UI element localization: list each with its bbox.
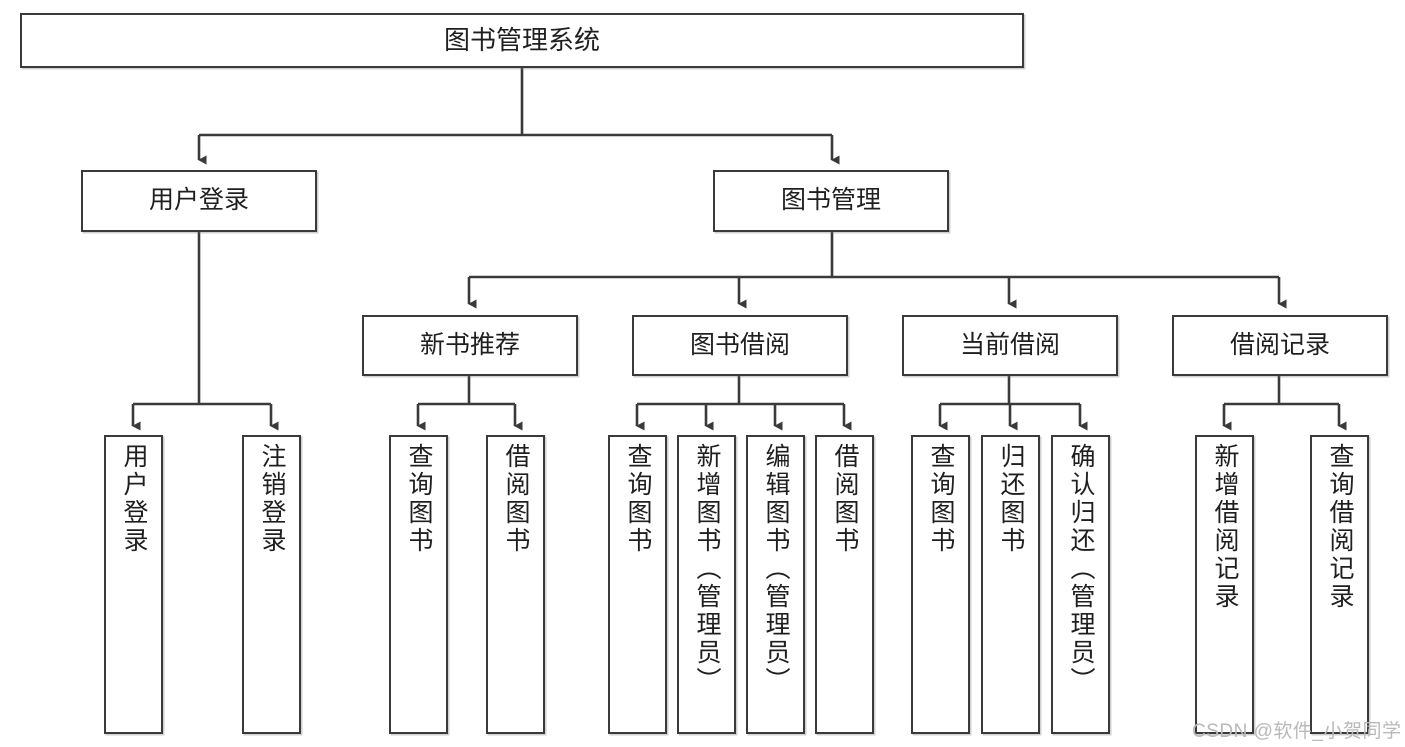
node-book-management-system[interactable]: 图书管理系统 [20, 13, 1024, 68]
leaf-logout[interactable]: 注销登录 [242, 435, 301, 734]
node-user-login[interactable]: 用户登录 [81, 170, 317, 232]
node-label: 图书借阅 [689, 330, 790, 359]
leaf-return-book[interactable]: 归还图书 [981, 435, 1040, 734]
node-label: 查询图书 [405, 443, 433, 555]
node-label: 新增借阅记录 [1211, 443, 1239, 611]
node-label: 借阅图书 [831, 443, 859, 555]
leaf-confirm-return-admin[interactable]: 确认归还（管理员） [1051, 435, 1110, 734]
node-label: 查询图书 [624, 443, 652, 555]
leaf-add-borrow-record[interactable]: 新增借阅记录 [1195, 435, 1254, 734]
node-book-management[interactable]: 图书管理 [713, 170, 949, 232]
node-label: 查询借阅记录 [1326, 443, 1354, 611]
leaf-query-book[interactable]: 查询图书 [608, 435, 667, 734]
node-label: 当前借阅 [959, 330, 1060, 359]
node-label: 借阅图书 [502, 443, 530, 555]
leaf-edit-book-admin[interactable]: 编辑图书（管理员） [746, 435, 805, 734]
csdn-watermark: CSDN @软件_小贺同学 [1192, 721, 1402, 742]
node-label: 注销登录 [258, 443, 286, 555]
node-label: 归还图书 [997, 443, 1025, 555]
leaf-add-book-admin[interactable]: 新增图书（管理员） [677, 435, 736, 734]
leaf-borrow-book[interactable]: 借阅图书 [815, 435, 874, 734]
leaf-borrow-book-new[interactable]: 借阅图书 [486, 435, 545, 734]
node-new-book-recommend[interactable]: 新书推荐 [362, 315, 578, 376]
node-label: 新书推荐 [419, 330, 520, 359]
node-label: 查询图书 [927, 443, 955, 555]
leaf-query-book-current[interactable]: 查询图书 [911, 435, 970, 734]
node-label: 确认归还（管理员） [1067, 443, 1095, 695]
node-label: 用户登录 [148, 186, 249, 215]
node-label: 图书管理 [780, 186, 881, 215]
leaf-query-borrow-record[interactable]: 查询借阅记录 [1310, 435, 1369, 734]
leaf-user-login[interactable]: 用户登录 [104, 435, 163, 734]
node-current-borrow[interactable]: 当前借阅 [902, 315, 1118, 376]
node-label: 用户登录 [120, 443, 148, 555]
node-label: 编辑图书（管理员） [762, 443, 790, 695]
node-label: 借阅记录 [1229, 330, 1330, 359]
node-label: 新增图书（管理员） [693, 443, 721, 695]
leaf-query-book-new[interactable]: 查询图书 [389, 435, 448, 734]
node-label: 图书管理系统 [443, 25, 600, 56]
node-borrow-record[interactable]: 借阅记录 [1172, 315, 1388, 376]
node-book-borrow[interactable]: 图书借阅 [632, 315, 848, 376]
